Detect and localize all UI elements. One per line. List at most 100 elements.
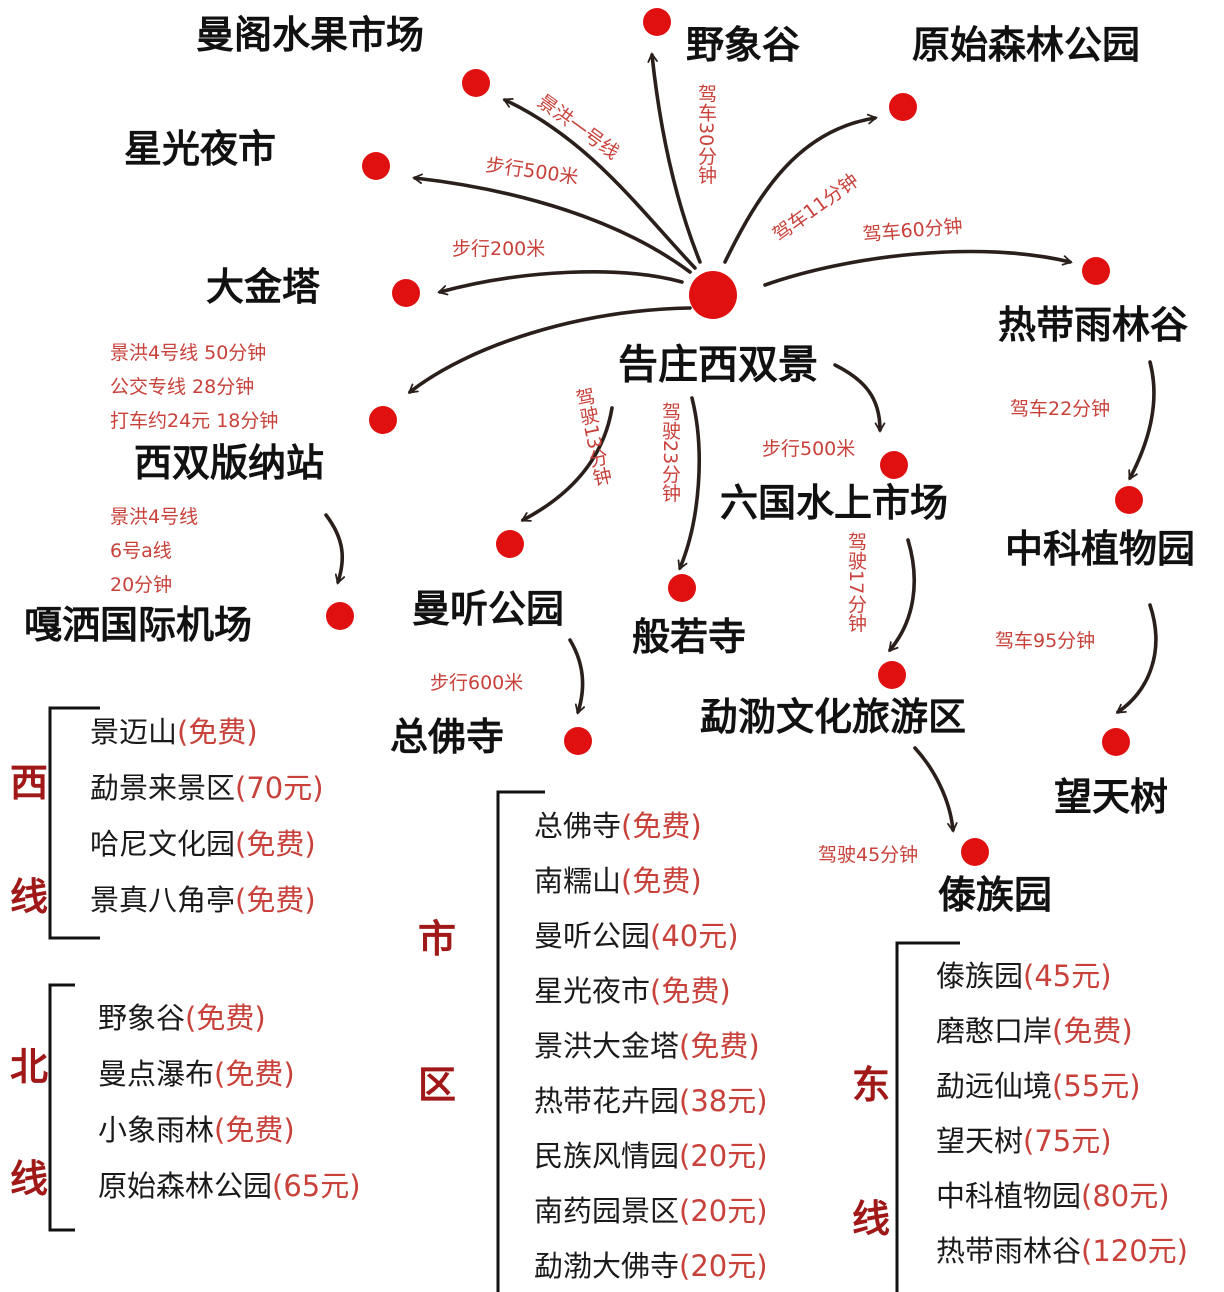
item-name: 南糯山 <box>534 864 622 898</box>
north-line-bracket <box>48 983 75 1232</box>
list-item: 勐景来景区(70元) <box>90 774 324 803</box>
west-line-bracket <box>48 706 100 940</box>
dot-menghai <box>878 661 906 689</box>
item-price: (120元) <box>1081 1234 1188 1268</box>
item-price: (40元) <box>650 919 739 953</box>
item-price: (免费) <box>1052 1014 1133 1048</box>
arrow-to-night-market <box>412 173 692 274</box>
hub-label: 告庄西双景 <box>618 341 818 388</box>
list-item: 景真八角亭(免费) <box>90 886 316 915</box>
west-line-label-char-1: 西 <box>10 760 49 805</box>
arrow-to-station <box>407 306 692 394</box>
route-to-station-line-1: 景洪4号线 50分钟 <box>110 342 267 364</box>
item-name: 傣族园 <box>936 959 1024 993</box>
list-item: 望天树(75元) <box>936 1127 1112 1156</box>
arrow-to-manting-park <box>520 406 614 522</box>
item-price: (免费) <box>185 1001 266 1035</box>
arrow-to-fruit-market <box>502 97 697 270</box>
city-label-char-1: 市 <box>418 916 457 961</box>
dot-forest-park <box>889 93 917 121</box>
arrow-to-forest-park <box>723 113 878 264</box>
item-name: 曼点瀑布 <box>98 1057 215 1091</box>
list-item: 热带花卉园(38元) <box>534 1087 768 1116</box>
place-primeval-forest-park: 原始森林公园 <box>912 22 1141 67</box>
item-price: (免费) <box>235 827 316 861</box>
place-six-nations-water-market: 六国水上市场 <box>720 480 949 525</box>
place-menghai-tourism-zone: 勐泐文化旅游区 <box>700 694 967 739</box>
list-item: 野象谷(免费) <box>98 1004 266 1033</box>
arrow-to-six-nations <box>833 363 886 433</box>
item-price: (45元) <box>1023 959 1112 993</box>
dot-six-nations <box>880 451 908 479</box>
item-name: 中科植物园 <box>936 1179 1082 1213</box>
dot-wild-elephant <box>643 8 671 36</box>
route-six-nations-to-menghai: 驾驶17分钟 <box>845 532 867 633</box>
place-gasa-airport: 嘎洒国际机场 <box>24 602 253 647</box>
item-price: (免费) <box>621 809 702 843</box>
item-name: 小象雨林 <box>98 1113 215 1147</box>
east-line-label-char-2: 线 <box>852 1196 891 1241</box>
list-item: 磨憨口岸(免费) <box>936 1017 1133 1046</box>
item-price: (免费) <box>214 1113 295 1147</box>
route-rainforest-to-botanical: 驾车22分钟 <box>1010 398 1111 420</box>
arrow-rainforest-to-botanical <box>1128 360 1156 481</box>
place-zongfo-temple: 总佛寺 <box>390 714 505 759</box>
item-price: (免费) <box>177 715 258 749</box>
item-price: (20元) <box>679 1139 768 1173</box>
arrow-to-bore-temple <box>677 396 701 571</box>
list-item: 傣族园(45元) <box>936 962 1112 991</box>
route-station-to-airport-line-1: 景洪4号线 <box>110 506 199 528</box>
item-name: 总佛寺 <box>534 809 622 843</box>
north-line-label-char-1: 北 <box>10 1044 49 1089</box>
item-price: (20元) <box>679 1249 768 1283</box>
item-price: (38元) <box>679 1084 768 1118</box>
list-item: 小象雨林(免费) <box>98 1116 295 1145</box>
item-price: (免费) <box>621 864 702 898</box>
item-name: 南药园景区 <box>534 1194 680 1228</box>
dot-rainforest <box>1082 257 1110 285</box>
arrow-to-wild-elephant <box>647 52 702 264</box>
item-name: 望天树 <box>936 1124 1024 1158</box>
route-to-golden-pagoda: 步行200米 <box>452 238 546 260</box>
item-price: (70元) <box>235 771 324 805</box>
item-price: (免费) <box>650 974 731 1008</box>
item-name: 曼听公园 <box>534 919 651 953</box>
item-name: 勐渤大佛寺 <box>534 1249 680 1283</box>
list-item: 民族风情园(20元) <box>534 1142 768 1171</box>
dot-fruit-market <box>462 69 490 97</box>
route-station-to-airport-line-2: 6号a线 <box>110 540 172 562</box>
route-to-six-nations: 步行500米 <box>762 438 856 460</box>
place-dai-garden: 傣族园 <box>938 872 1053 917</box>
item-name: 景真八角亭 <box>90 883 236 917</box>
dot-zongfo <box>564 727 592 755</box>
item-price: (65元) <box>272 1169 361 1203</box>
place-botanical-garden: 中科植物园 <box>1005 526 1196 571</box>
item-price: (20元) <box>679 1194 768 1228</box>
north-line-label-char-2: 线 <box>10 1156 49 1201</box>
dot-bore-temple <box>668 574 696 602</box>
dot-night-market <box>362 152 390 180</box>
dot-manting-park <box>496 530 524 558</box>
list-item: 勐渤大佛寺(20元) <box>534 1252 768 1281</box>
dot-wangtian <box>1102 728 1130 756</box>
item-price: (75元) <box>1023 1124 1112 1158</box>
city-label-char-2: 区 <box>418 1062 457 1107</box>
place-wild-elephant-valley: 野象谷 <box>686 22 801 67</box>
item-name: 哈尼文化园 <box>90 827 236 861</box>
list-item: 曼点瀑布(免费) <box>98 1060 295 1089</box>
item-name: 热带雨林谷 <box>936 1234 1082 1268</box>
arrow-six-nations-to-menghai <box>888 538 917 653</box>
place-big-golden-pagoda: 大金塔 <box>206 264 321 309</box>
item-name: 星光夜市 <box>534 974 651 1008</box>
east-line-label-char-1: 东 <box>852 1062 891 1107</box>
item-name: 勐景来景区 <box>90 771 236 805</box>
route-botanical-to-wangtian: 驾车95分钟 <box>995 630 1096 652</box>
item-price: (55元) <box>1052 1069 1141 1103</box>
place-wangtian-tree: 望天树 <box>1054 774 1169 819</box>
place-mange-fruit-market: 曼阁水果市场 <box>196 12 425 57</box>
place-starlight-night-market: 星光夜市 <box>124 126 277 171</box>
route-to-bore-temple: 驾驶23分钟 <box>659 402 681 503</box>
arrow-manting-to-zongfo <box>568 638 586 715</box>
